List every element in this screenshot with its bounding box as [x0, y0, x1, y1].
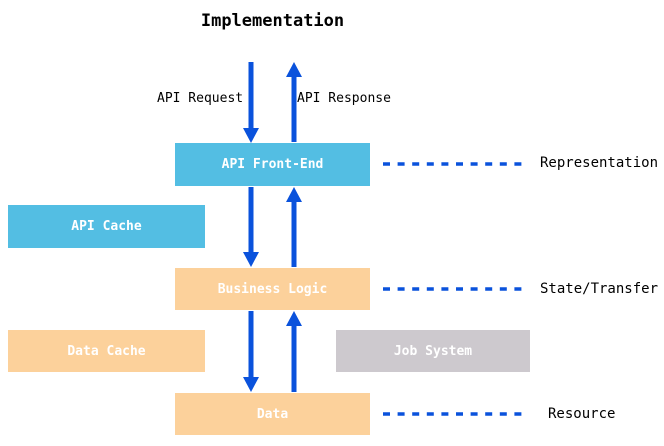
request-arrow-top — [243, 62, 259, 143]
response-arrow-bottom — [286, 311, 302, 392]
api-cache-box-label: API Cache — [71, 219, 142, 234]
request-arrow-bottom — [243, 311, 259, 392]
representation-layer-label: Representation — [540, 155, 659, 171]
data-box-label: Data — [256, 406, 289, 422]
data-box: Data — [175, 393, 370, 435]
response-arrow-middle — [286, 187, 302, 267]
state-transfer-layer-label: State/Transfer — [540, 281, 659, 297]
job-system-box-label: Job System — [393, 343, 473, 359]
request-arrow-middle — [243, 187, 259, 267]
api-cache-box: API Cache — [8, 205, 205, 248]
api-front-end-box: API Front-End — [175, 143, 370, 186]
diagram-title: Implementation — [200, 11, 345, 31]
api-response-label: API Response — [297, 91, 391, 106]
api-front-end-box-label: API Front-End — [221, 157, 324, 172]
response-arrow-top — [286, 62, 302, 142]
data-cache-box: Data Cache — [8, 330, 205, 372]
data-cache-box-label: Data Cache — [67, 343, 146, 359]
job-system-box: Job System — [336, 330, 530, 372]
resource-layer-label: Resource — [548, 406, 616, 422]
business-logic-box: Business Logic — [175, 268, 370, 310]
business-logic-box-label: Business Logic — [217, 281, 328, 297]
api-request-label: API Request — [157, 91, 244, 106]
